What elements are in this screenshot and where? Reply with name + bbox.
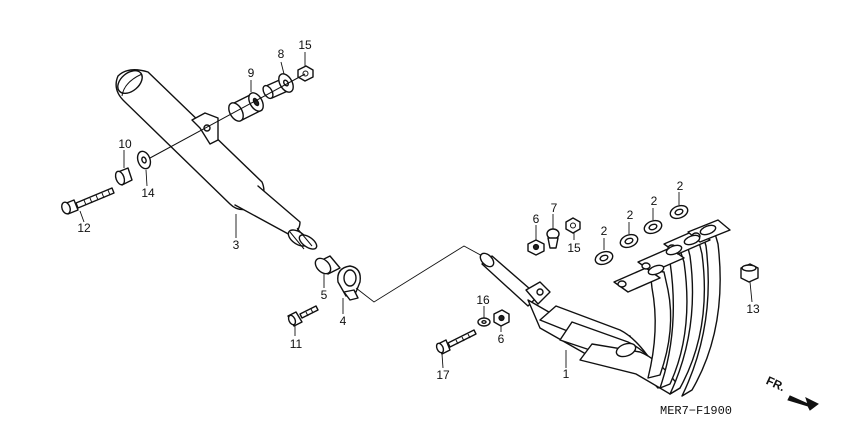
bolt-11 xyxy=(287,305,319,327)
label-part-4: 4 xyxy=(340,314,347,328)
gasket-2b xyxy=(619,233,639,249)
collar-10 xyxy=(114,167,133,186)
gasket-5 xyxy=(314,255,341,275)
collar-8 xyxy=(262,73,294,100)
muffler xyxy=(115,69,318,250)
bolt-7 xyxy=(546,228,560,249)
label-part-13: 13 xyxy=(746,302,760,316)
washer-14 xyxy=(136,150,152,170)
label-part-2c: 2 xyxy=(651,194,658,208)
label-part-14: 14 xyxy=(141,186,155,200)
part-number-labels: 1 2 2 2 2 3 4 5 6 6 7 8 9 10 11 12 13 14… xyxy=(77,38,760,382)
nut-6-upper xyxy=(527,239,545,256)
label-part-3: 3 xyxy=(233,238,240,252)
front-direction-indicator: FR. xyxy=(764,373,819,411)
label-part-6b: 6 xyxy=(498,332,505,346)
front-arrow-icon xyxy=(787,395,819,411)
nut-15-lower xyxy=(565,217,581,234)
label-part-10: 10 xyxy=(118,137,132,151)
label-part-17: 17 xyxy=(436,368,450,382)
label-part-16: 16 xyxy=(476,293,490,307)
gasket-2d xyxy=(669,204,689,220)
nut-15-top xyxy=(297,65,314,82)
leader-lines xyxy=(79,52,753,369)
diagram-code: MER7−F1900 xyxy=(660,404,732,418)
washer-16 xyxy=(477,317,491,327)
label-part-1: 1 xyxy=(563,367,570,381)
label-part-12: 12 xyxy=(77,221,91,235)
label-part-5: 5 xyxy=(321,288,328,302)
front-label: FR. xyxy=(764,373,787,394)
label-part-7: 7 xyxy=(551,201,558,215)
label-part-2b: 2 xyxy=(627,208,634,222)
label-part-6a: 6 xyxy=(533,212,540,226)
label-part-11: 11 xyxy=(290,337,303,351)
exhaust-pipe-assembly xyxy=(479,219,731,397)
label-part-9: 9 xyxy=(248,66,255,80)
label-part-15b: 15 xyxy=(567,241,581,255)
grommet-9 xyxy=(228,92,264,122)
label-part-2a: 2 xyxy=(601,224,608,238)
nut-13 xyxy=(740,263,759,283)
label-part-2d: 2 xyxy=(677,179,684,193)
gasket-2a xyxy=(594,250,614,266)
bolt-12 xyxy=(61,187,115,215)
bolt-17 xyxy=(435,329,477,355)
band-clamp-4 xyxy=(337,265,361,301)
gasket-2c xyxy=(643,219,663,235)
label-part-8: 8 xyxy=(278,47,285,61)
label-part-15a: 15 xyxy=(298,38,312,52)
nut-6-lower xyxy=(493,309,510,327)
